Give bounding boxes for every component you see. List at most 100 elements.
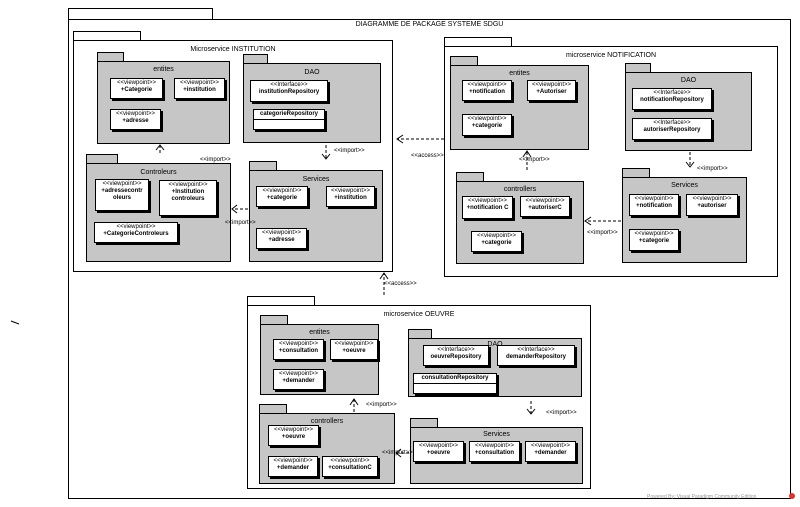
stereotype: <<viewpoint>> bbox=[116, 80, 157, 86]
import-label: <<import>> bbox=[546, 410, 577, 416]
oeuvre-package-tab bbox=[247, 296, 315, 306]
service-name: +oeuvre bbox=[426, 450, 451, 456]
oeuvre-services-title: Services bbox=[483, 431, 510, 438]
stereotype: <<Interface>> bbox=[270, 82, 308, 88]
oeuvre-demander-service: <<viewpoint>> +demander bbox=[525, 441, 576, 462]
import-label: <<import>> bbox=[382, 450, 413, 456]
service-name: +consultation bbox=[474, 450, 515, 456]
service-name: +autoriser bbox=[697, 203, 727, 209]
oeuvre-institution-access-head bbox=[379, 272, 389, 280]
oeuvre-consultation-controller: <<viewpoint>> +consultationC bbox=[322, 456, 378, 477]
repository-name: categorieRepository bbox=[259, 111, 319, 117]
inst-institution-controleurs: <<viewpoint>> +Institution controleurs bbox=[159, 180, 217, 216]
oeuvre-demander-repository: <<Interface>> demanderRepository bbox=[497, 345, 575, 366]
stereotype: <<viewpoint>> bbox=[330, 188, 371, 194]
stray-mark bbox=[10, 320, 20, 325]
notif-categorie-service: <<viewpoint>> +categorie bbox=[629, 229, 679, 251]
inst-dao-tab bbox=[243, 54, 268, 64]
import-label: <<import>> bbox=[200, 157, 231, 163]
inst-adresse-service: <<viewpoint>> +adresse bbox=[256, 228, 307, 249]
inst-controleurs-title: Controleurs bbox=[140, 169, 177, 176]
repository-name: notificationRepository bbox=[640, 97, 704, 103]
inst-categorie-entity: <<viewpoint>> +Categorie bbox=[110, 78, 163, 99]
controller-name: +consultationC bbox=[328, 465, 372, 471]
notif-controllers-tab bbox=[456, 172, 484, 182]
entity-name: +demander bbox=[282, 378, 315, 384]
stereotype: <<Interface>> bbox=[653, 90, 691, 96]
oeuvre-demander-controller: <<viewpoint>> +demander bbox=[268, 456, 318, 477]
stereotype: <<viewpoint>> bbox=[474, 443, 515, 449]
oeuvre-entites-tab bbox=[260, 315, 288, 325]
stereotype: <<viewpoint>> bbox=[634, 231, 674, 237]
repository-name: institutionRepository bbox=[258, 89, 320, 95]
controller-name: +categorie bbox=[481, 240, 512, 246]
stereotype: <<viewpoint>> bbox=[262, 188, 302, 194]
import-label: <<import>> bbox=[225, 220, 256, 226]
controller-name: +CategorieControleurs bbox=[103, 231, 169, 237]
oeuvre-dao-title: DAO bbox=[487, 341, 503, 348]
service-name: +institution bbox=[334, 195, 367, 201]
stereotype: <<viewpoint>> bbox=[261, 230, 302, 236]
repository-name: autoriserRepository bbox=[643, 127, 701, 133]
institution-package-tab bbox=[73, 31, 141, 41]
oeuvre-oeuvre-controller: <<viewpoint>> +oeuvre bbox=[268, 425, 319, 446]
oeuvre-demander-entity: <<viewpoint>> +demander bbox=[273, 369, 324, 390]
oeuvre-controllers-entites-head bbox=[349, 398, 359, 406]
stereotype: <<viewpoint>> bbox=[467, 116, 507, 122]
inst-services-dao-head bbox=[321, 153, 331, 160]
oeuvre-consultation-repository: consultationRepository bbox=[413, 373, 497, 394]
stereotype: <<viewpoint>> bbox=[278, 341, 319, 347]
inst-entites-package: entites bbox=[97, 61, 230, 144]
stereotype: <<viewpoint>> bbox=[476, 233, 517, 239]
stereotype: <<viewpoint>> bbox=[179, 80, 220, 86]
inst-categorie-repository: categorieRepository bbox=[253, 109, 325, 130]
notif-controllers-title: controllers bbox=[503, 186, 537, 193]
inst-dao-title: DAO bbox=[304, 69, 320, 76]
entity-name: +Autoriser bbox=[536, 89, 567, 95]
stereotype: <<Interface>> bbox=[437, 347, 475, 353]
stereotype: <<viewpoint>> bbox=[278, 371, 319, 377]
access-label: <<access>> bbox=[384, 281, 417, 287]
notif-services-tab bbox=[622, 168, 650, 178]
entity-name: +Categorie bbox=[120, 87, 153, 93]
stereotype: <<viewpoint>> bbox=[467, 82, 507, 88]
inst-adressecontroleurs: <<viewpoint>> +adressecontr oleurs bbox=[95, 179, 149, 211]
stereotype: <<viewpoint>> bbox=[634, 196, 674, 202]
import-label: <<import>> bbox=[519, 157, 550, 163]
stereotype: <<viewpoint>> bbox=[692, 196, 732, 202]
inst-institution-entity: <<viewpoint>> +institution bbox=[174, 78, 225, 99]
controller-name: +autoriserC bbox=[528, 205, 562, 211]
repository-name: demanderRepository bbox=[505, 354, 566, 360]
oeuvre-title: microservice OEUVRE bbox=[383, 311, 455, 318]
entity-name: +adresse bbox=[122, 118, 149, 124]
stereotype: <<viewpoint>> bbox=[418, 443, 459, 449]
notif-entites-title: entites bbox=[509, 70, 530, 77]
oeuvre-services-dao-head bbox=[526, 408, 536, 415]
controller-name: +notification C bbox=[466, 205, 509, 211]
notif-notification-service: <<viewpoint>> +notification bbox=[629, 194, 679, 216]
oeuvre-oeuvre-entity: <<viewpoint>> +oeuvre bbox=[330, 339, 378, 360]
notif-services-dao-head bbox=[685, 161, 695, 168]
inst-ctrl-services-head bbox=[231, 204, 238, 214]
repository-name: oeuvreRepository bbox=[430, 354, 482, 360]
notif-dao-title: DAO bbox=[680, 77, 697, 84]
import-label: <<import>> bbox=[697, 166, 728, 172]
stereotype: <<viewpoint>> bbox=[467, 198, 508, 204]
footer-credit: Powered By::Visual Paradigm Community Ed… bbox=[647, 494, 757, 500]
compartment-divider bbox=[414, 383, 496, 387]
access-label: <<access>> bbox=[411, 153, 444, 159]
inst-institution-service: <<viewpoint>> +institution bbox=[326, 186, 375, 207]
import-label: <<import>> bbox=[334, 148, 365, 154]
notif-services-title: Services bbox=[671, 182, 698, 189]
oeuvre-services-tab bbox=[410, 418, 438, 428]
notif-entites-tab bbox=[450, 56, 478, 66]
import-label: <<import>> bbox=[587, 230, 618, 236]
service-name: +notification bbox=[636, 203, 672, 209]
oeuvre-entites-title: entites bbox=[309, 329, 330, 336]
stereotype: <<viewpoint>> bbox=[531, 82, 572, 88]
service-name: +adresse bbox=[268, 237, 295, 243]
notif-notification-entity: <<viewpoint>> +notification bbox=[462, 80, 512, 101]
stereotype: <<viewpoint>> bbox=[530, 443, 571, 449]
notification-package-tab bbox=[444, 37, 512, 47]
